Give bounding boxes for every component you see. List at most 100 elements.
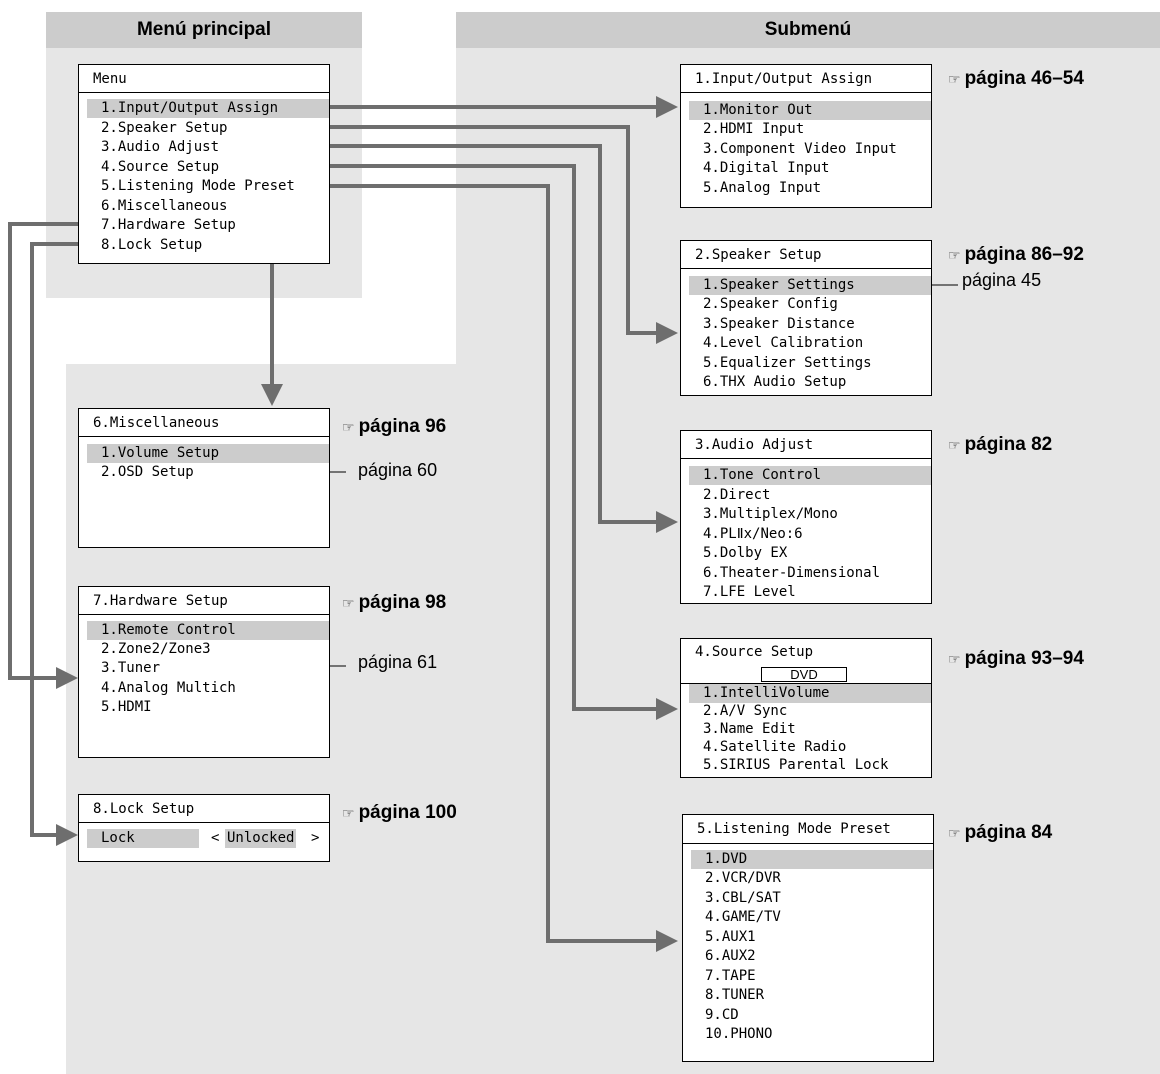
connector-listening xyxy=(312,184,658,943)
source-item[interactable]: 2.A/V Sync xyxy=(703,703,788,719)
lock-next-arrow[interactable]: > xyxy=(311,830,320,846)
divider xyxy=(681,92,931,93)
io-submenu-box: 1.Input/Output Assign 1.Monitor Out 2.HD… xyxy=(680,64,932,208)
misc-item[interactable]: 2.OSD Setup xyxy=(101,464,194,480)
hand-pointer-icon: ☞ xyxy=(342,419,355,435)
main-menu-item-io[interactable]: 1.Input/Output Assign xyxy=(87,99,329,118)
hand-pointer-icon: ☞ xyxy=(948,437,961,453)
io-item[interactable]: 5.Analog Input xyxy=(703,180,822,196)
main-menu-item-misc[interactable]: 6.Miscellaneous xyxy=(101,198,228,214)
listening-item[interactable]: 10.PHONO xyxy=(705,1026,773,1042)
audio-item[interactable]: 1.Tone Control xyxy=(689,466,931,485)
hardware-item[interactable]: 5.HDMI xyxy=(101,699,152,715)
hand-pointer-icon: ☞ xyxy=(342,595,355,611)
connector-speaker xyxy=(244,125,658,335)
listening-item[interactable]: 3.CBL/SAT xyxy=(705,890,781,906)
hardware-item[interactable]: 2.Zone2/Zone3 xyxy=(101,641,211,657)
divider xyxy=(79,436,329,437)
listening-submenu-box: 5.Listening Mode Preset 1.DVD 2.VCR/DVR … xyxy=(682,814,934,1062)
arrowhead-lock xyxy=(56,824,78,846)
connector-source xyxy=(234,164,658,711)
main-menu-box: Menu 1.Input/Output Assign 2.Speaker Set… xyxy=(78,64,330,264)
io-title: 1.Input/Output Assign xyxy=(695,71,873,87)
main-menu-item-listening[interactable]: 5.Listening Mode Preset xyxy=(101,178,295,194)
divider xyxy=(79,92,329,93)
source-submenu-box: 4.Source Setup DVD 1.IntelliVolume 2.A/V… xyxy=(680,638,932,778)
main-menu-item-audio[interactable]: 3.Audio Adjust xyxy=(101,139,220,155)
speaker-item[interactable]: 3.Speaker Distance xyxy=(703,316,855,332)
audio-item[interactable]: 3.Multiplex/Mono xyxy=(703,506,838,522)
source-item[interactable]: 4.Satellite Radio xyxy=(703,739,847,755)
source-page-ref: ☞página 93–94 xyxy=(948,648,1084,669)
speaker-submenu-box: 2.Speaker Setup 1.Speaker Settings 2.Spe… xyxy=(680,240,932,396)
divider xyxy=(681,268,931,269)
source-item[interactable]: 3.Name Edit xyxy=(703,721,796,737)
io-item[interactable]: 1.Monitor Out xyxy=(689,101,931,120)
audio-item[interactable]: 4.PLⅡx/Neo:6 xyxy=(703,526,803,542)
arrowhead-audio xyxy=(656,511,678,533)
main-menu-item-speaker[interactable]: 2.Speaker Setup xyxy=(101,120,228,136)
hand-pointer-icon: ☞ xyxy=(948,825,961,841)
arrowhead-io xyxy=(656,96,678,118)
io-item[interactable]: 3.Component Video Input xyxy=(703,141,897,157)
main-menu-item-lock[interactable]: 8.Lock Setup xyxy=(101,237,203,253)
lock-value[interactable]: Unlocked xyxy=(225,829,297,848)
speaker-item[interactable]: 2.Speaker Config xyxy=(703,296,838,312)
lock-row[interactable]: Lock < Unlocked > xyxy=(87,829,323,848)
speaker-item[interactable]: 5.Equalizer Settings xyxy=(703,355,872,371)
io-page-ref: ☞página 46–54 xyxy=(948,68,1084,89)
audio-item[interactable]: 2.Direct xyxy=(703,487,771,503)
io-item[interactable]: 4.Digital Input xyxy=(703,160,830,176)
audio-title: 3.Audio Adjust xyxy=(695,437,814,453)
speaker-title: 2.Speaker Setup xyxy=(695,247,822,263)
listening-item[interactable]: 8.TUNER xyxy=(705,987,765,1003)
divider xyxy=(681,683,931,684)
listening-item[interactable]: 1.DVD xyxy=(691,850,933,869)
connector-lock xyxy=(30,242,86,837)
tuner-note: página 61 xyxy=(358,652,438,672)
main-menu-item-hardware[interactable]: 7.Hardware Setup xyxy=(101,217,236,233)
main-menu-title: Menu xyxy=(93,71,127,87)
listening-item[interactable]: 6.AUX2 xyxy=(705,948,756,964)
main-menu-header: Menú principal xyxy=(46,12,362,48)
listening-item[interactable]: 2.VCR/DVR xyxy=(705,870,781,886)
divider xyxy=(683,843,933,844)
arrowhead-listening xyxy=(656,930,678,952)
source-selector[interactable]: DVD xyxy=(761,667,847,682)
divider xyxy=(79,822,329,823)
lock-prev-arrow[interactable]: < xyxy=(211,830,220,846)
io-item[interactable]: 2.HDMI Input xyxy=(703,121,805,137)
hardware-submenu-box: 7.Hardware Setup 1.Remote Control 2.Zone… xyxy=(78,586,330,758)
speaker-item[interactable]: 1.Speaker Settings xyxy=(689,276,931,295)
hardware-item[interactable]: 1.Remote Control xyxy=(87,621,329,640)
main-menu-item-source[interactable]: 4.Source Setup xyxy=(101,159,220,175)
speaker-item[interactable]: 4.Level Calibration xyxy=(703,335,864,351)
audio-item[interactable]: 6.Theater-Dimensional xyxy=(703,565,881,581)
lock-submenu-box: 8.Lock Setup Lock < Unlocked > xyxy=(78,794,330,862)
hand-pointer-icon: ☞ xyxy=(948,651,961,667)
arrowhead-misc xyxy=(261,384,283,406)
arrowhead-source xyxy=(656,698,678,720)
misc-item[interactable]: 1.Volume Setup xyxy=(87,444,329,463)
listening-item[interactable]: 4.GAME/TV xyxy=(705,909,781,925)
misc-title: 6.Miscellaneous xyxy=(93,415,220,431)
misc-submenu-box: 6.Miscellaneous 1.Volume Setup 2.OSD Set… xyxy=(78,408,330,548)
listening-item[interactable]: 7.TAPE xyxy=(705,968,756,984)
divider xyxy=(79,614,329,615)
osd-setup-note: página 60 xyxy=(358,460,438,480)
audio-item[interactable]: 7.LFE Level xyxy=(703,584,796,600)
speaker-settings-note: página 45 xyxy=(962,270,1042,290)
listening-item[interactable]: 9.CD xyxy=(705,1007,739,1023)
hardware-item[interactable]: 4.Analog Multich xyxy=(101,680,236,696)
speaker-item[interactable]: 6.THX Audio Setup xyxy=(703,374,847,390)
misc-page-ref: ☞página 96 xyxy=(342,416,447,437)
source-title: 4.Source Setup xyxy=(695,644,814,660)
hand-pointer-icon: ☞ xyxy=(948,247,961,263)
source-item[interactable]: 5.SIRIUS Parental Lock xyxy=(703,757,889,773)
listening-item[interactable]: 5.AUX1 xyxy=(705,929,756,945)
lock-page-ref: ☞página 100 xyxy=(342,802,457,823)
arrowhead-hardware xyxy=(56,667,78,689)
audio-item[interactable]: 5.Dolby EX xyxy=(703,545,788,561)
hardware-item[interactable]: 3.Tuner xyxy=(101,660,161,676)
source-item[interactable]: 1.IntelliVolume xyxy=(689,684,931,703)
